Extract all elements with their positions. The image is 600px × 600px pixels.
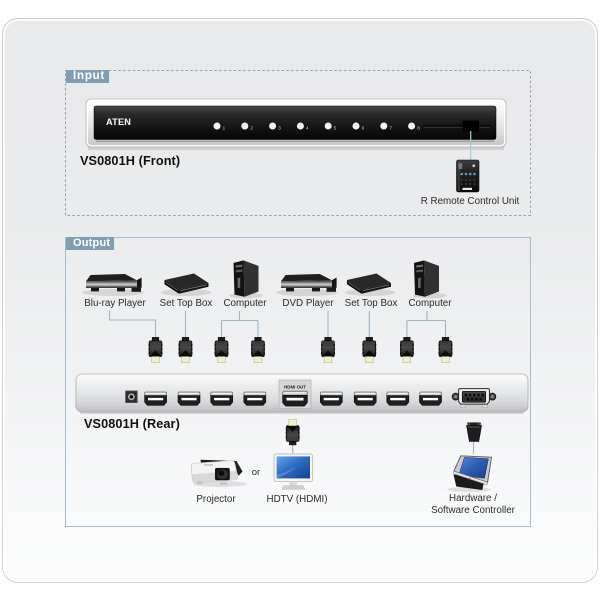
svg-text:3: 3 [278, 125, 281, 130]
svg-text:2: 2 [250, 125, 253, 130]
svg-text:4: 4 [306, 125, 309, 130]
svg-text:1: 1 [223, 125, 226, 130]
svg-text:8: 8 [417, 125, 420, 130]
svg-text:ATEN: ATEN [106, 117, 131, 127]
svg-text:HDMI OUT: HDMI OUT [284, 385, 306, 390]
svg-text:7: 7 [389, 125, 392, 130]
svg-text:5: 5 [334, 125, 337, 130]
svg-text:6: 6 [362, 125, 365, 130]
